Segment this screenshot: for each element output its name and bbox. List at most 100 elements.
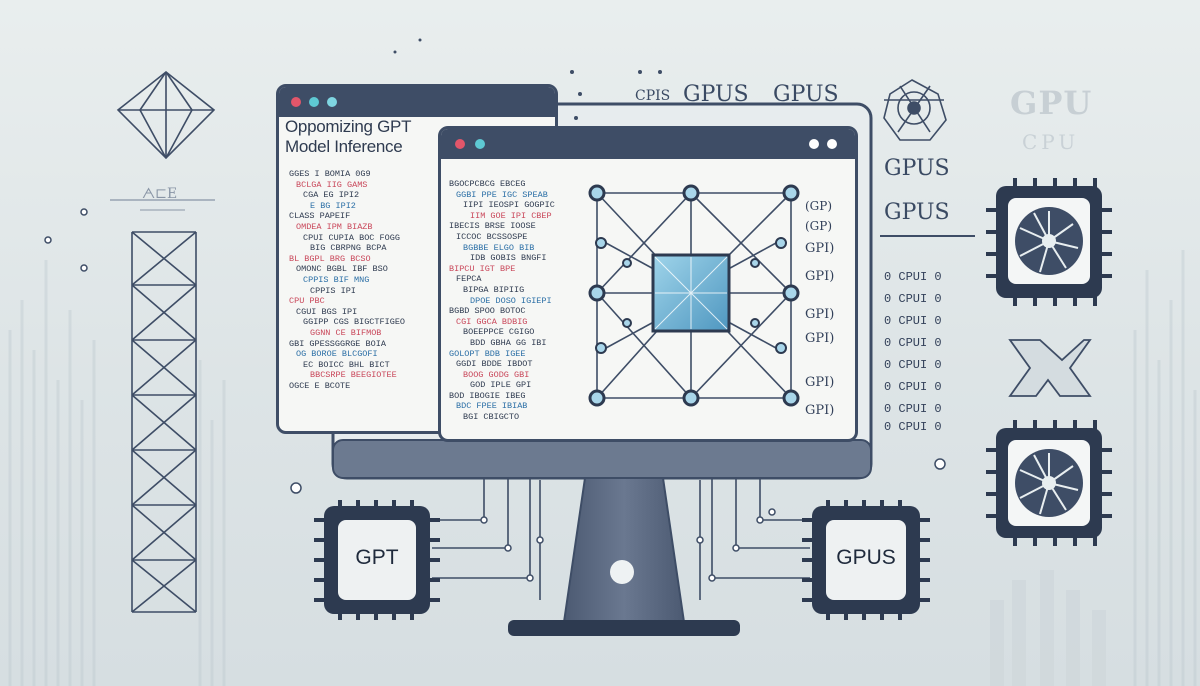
code-line: EC BOICC BHL BICT: [303, 359, 390, 370]
window-title: Oppomizing GPT Model Inference: [285, 117, 550, 157]
circuit-nodes: [290, 458, 946, 582]
code-line: GGBI PPE IGC SPEAB: [456, 189, 548, 200]
background-bars-left: [8, 260, 226, 686]
code-line: BIPCU IGT BPE: [449, 263, 516, 274]
chip-gpus: [802, 500, 930, 620]
left-node-dots: [44, 208, 88, 272]
code-line: CLASS PAPEIF: [289, 211, 351, 222]
code-line: BOOG GODG GBI: [463, 369, 530, 380]
code-line: IDB GOBIS BNGFI: [470, 253, 547, 264]
code-line: BIPGA BIPIIG: [463, 284, 525, 295]
cpu-row: 0 CPUI 0: [884, 336, 942, 350]
background-blocks-right: [990, 570, 1106, 686]
cpu-row: 0 CPUI 0: [884, 292, 942, 306]
chip-label-gpt: GPT: [355, 546, 399, 569]
chip-label-gpus: GPUS: [836, 546, 896, 569]
gpus-label-b: GPUS: [884, 200, 950, 225]
code-line: GGIPP CGS BIGCTFIGEO: [303, 317, 406, 328]
code-line: CPUI CUPIA BOC FOGG: [303, 232, 400, 243]
minimize-dot-icon[interactable]: [475, 139, 485, 149]
maximize-dot-icon[interactable]: [327, 97, 337, 107]
code-line: BOEEPPCE CGIGO: [463, 327, 535, 338]
neural-network-diagram: [588, 184, 800, 407]
background-bars-right: [1133, 250, 1197, 686]
code-line: GOD IPLE GPI: [470, 380, 532, 391]
cpu-row: 0 CPUI 0: [884, 402, 942, 416]
code-line: BBCSRPE BEEGIOTEE: [310, 370, 397, 381]
code-line: DPOE DOSO IGIEPI: [470, 295, 552, 306]
side-label: (GP): [805, 219, 833, 233]
code-line: GBI GPESSGGRGE BOIA: [289, 338, 386, 349]
code-line: OG BOROE BLCGOFI: [296, 349, 378, 360]
code-line: FEPCA: [456, 274, 482, 285]
code-line: BGBBE ELGO BIB: [463, 242, 535, 253]
cpu-row: 0 CPUI 0: [884, 314, 942, 328]
left-symbols: ᗅ⊏E: [142, 186, 178, 202]
code-line: CGUI BGS IPI: [296, 306, 358, 317]
code-line: GGES I BOMIA 0G9: [289, 169, 371, 179]
side-label: GPI): [805, 269, 835, 284]
code-line: CPPIS IPI: [310, 285, 356, 296]
code-line: BCLGA IIG GAMS: [296, 179, 368, 190]
code-line: BGBD SPOO BOTOC: [449, 306, 526, 317]
cpu-row: 0 CPUI 0: [884, 420, 942, 434]
gpus-heading-2: GPUS: [773, 82, 839, 107]
side-label: GPI): [805, 403, 835, 418]
cpu-row: 0 CPUI 0: [884, 358, 942, 372]
side-label: GPI): [805, 331, 835, 346]
code-line: CPPIS BIF MNG: [303, 274, 370, 285]
side-label: (GP): [805, 199, 833, 213]
code-line: E BG IPI2: [310, 200, 356, 211]
code-line: BGI CBIGCTO: [463, 412, 520, 423]
gpus-label-a: GPUS: [884, 156, 950, 181]
code-line: CGA EG IPI2: [303, 190, 360, 201]
cpu-logo-text: CPU: [1022, 130, 1080, 154]
back-window-titlebar[interactable]: [279, 87, 555, 117]
code-line: ICCOC BCSSOSPE: [456, 231, 528, 242]
code-line: OMDEA IPM BIAZB: [296, 221, 373, 232]
minimize-dot-icon[interactable]: [309, 97, 319, 107]
side-label: GPI): [805, 241, 835, 256]
monitor-stand: [508, 477, 740, 636]
code-line: GGDI BDDE IBDOT: [456, 359, 533, 370]
maximize-dot-icon[interactable]: [809, 139, 819, 149]
close-dot-icon[interactable]: [455, 139, 465, 149]
x-cross-icon: [1008, 339, 1092, 397]
fan-chip-top: [986, 178, 1112, 306]
code-line: OGCE E BCOTE: [289, 380, 351, 391]
cpu-row: 0 CPUI 0: [884, 270, 942, 284]
code-line: GGNN CE BIFMOB: [310, 327, 382, 338]
window-title-line1: Oppomizing GPT: [285, 117, 412, 136]
code-line: CGI GGCA BDBIG: [456, 316, 528, 327]
code-line: IIM GOE IPI CBEP: [470, 210, 552, 221]
code-line: BDD GBHA GG IBI: [470, 337, 547, 348]
cpis-label: CPIS: [635, 88, 671, 104]
code-line: BDC FPEE IBIAB: [456, 401, 528, 412]
close-dot-icon-right[interactable]: [827, 139, 837, 149]
code-line: IBECIS BRSE IOOSE: [449, 221, 536, 232]
gpu-logo-text: GPU: [1010, 84, 1093, 122]
lattice-tower-icon: [131, 231, 197, 613]
side-label: GPI): [805, 307, 835, 322]
code-line: BIG CBRPNG BCPA: [310, 243, 387, 254]
code-line: OMONC BGBL IBF BSO: [296, 264, 388, 275]
cpu-row: 0 CPUI 0: [884, 380, 942, 394]
side-label: GPI): [805, 375, 835, 390]
code-line: GOLOPT BDB IGEE: [449, 348, 526, 359]
chip-gpt: [314, 500, 440, 620]
window-title-line2: Model Inference: [285, 137, 403, 156]
code-line: BOD IBOGIE IBEG: [449, 390, 526, 401]
close-dot-icon[interactable]: [291, 97, 301, 107]
wireframe-diamond-icon: [116, 70, 216, 160]
front-window-titlebar[interactable]: [441, 129, 855, 159]
fan-chip-bottom: [986, 420, 1112, 546]
gpus-heading-1: GPUS: [683, 82, 749, 107]
code-line: BL BGPL BRG BCSO: [289, 253, 371, 264]
code-line: BGOCPCBCG EBCEG: [449, 179, 526, 189]
top-node-dots: [393, 38, 662, 120]
network-node-icon: [883, 79, 947, 141]
back-window[interactable]: Oppomizing GPT Model Inference GGES I BO…: [276, 84, 558, 434]
